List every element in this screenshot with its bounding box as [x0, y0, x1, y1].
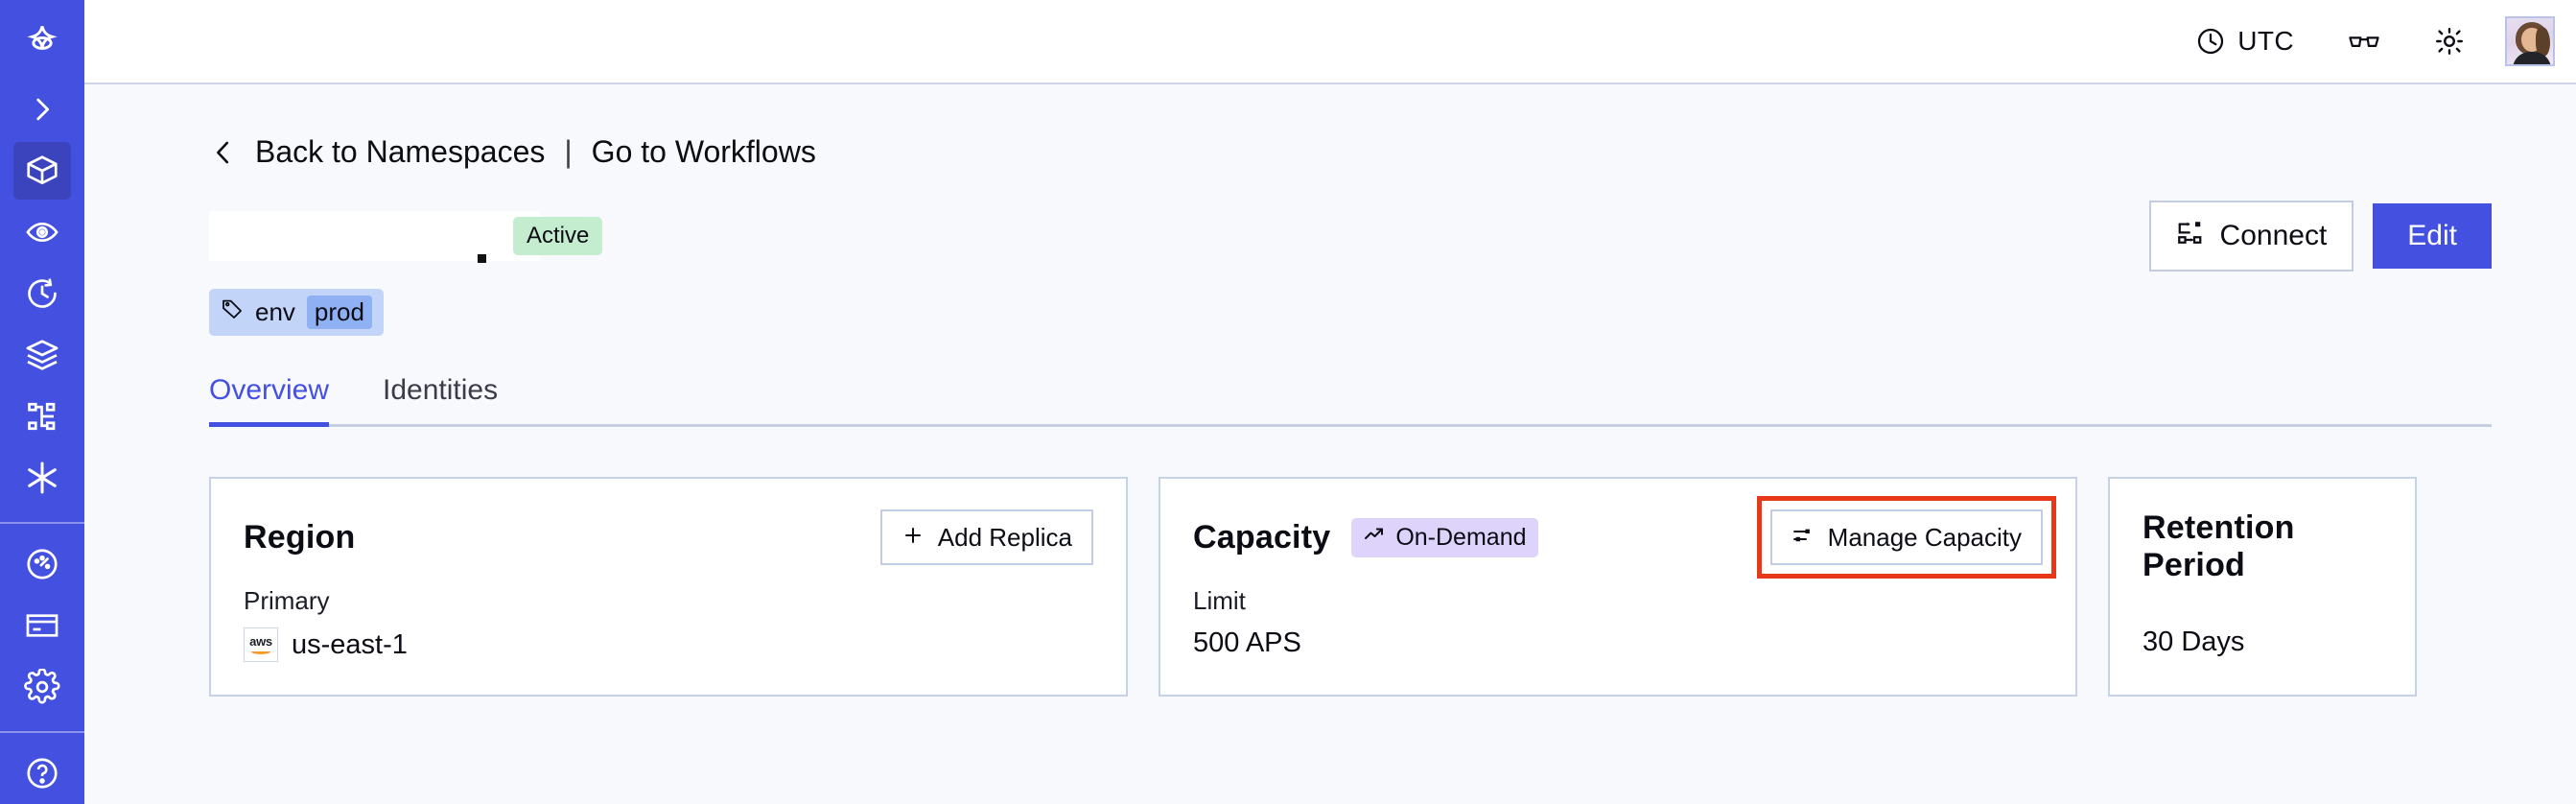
asterisk-icon: [23, 459, 61, 497]
namespace-tag[interactable]: env prod: [209, 289, 384, 336]
capacity-mode-badge: On-Demand: [1351, 517, 1538, 557]
tag-row: env prod: [209, 289, 2492, 336]
page-content: Back to Namespaces | Go to Workflows Act…: [84, 84, 2576, 804]
region-primary-label: Primary: [244, 586, 330, 615]
tab-identities-label: Identities: [383, 374, 499, 406]
timezone-selector[interactable]: UTC: [2168, 26, 2321, 57]
sidebar-item-namespaces[interactable]: [13, 141, 71, 200]
capacity-mode-label: On-Demand: [1395, 523, 1527, 551]
capacity-limit-value: 500 APS: [1193, 627, 1301, 658]
tab-identities[interactable]: Identities: [383, 374, 525, 424]
connect-button[interactable]: Connect: [2148, 201, 2354, 272]
tab-bar: Overview Identities: [209, 374, 2492, 427]
overview-cards: Region Add Replica Primary: [209, 477, 2492, 697]
region-card-header: Region Add Replica: [244, 509, 1093, 565]
breadcrumb-separator: |: [564, 134, 573, 169]
breadcrumb: Back to Namespaces | Go to Workflows: [209, 134, 2492, 170]
tag-value: prod: [306, 296, 372, 329]
main-region: UTC: [84, 0, 2576, 804]
back-to-namespaces-link[interactable]: Back to Namespaces: [255, 134, 546, 169]
chevron-left-icon[interactable]: [209, 136, 238, 169]
sliders-icon: [1791, 524, 1815, 551]
glasses-icon: [2348, 27, 2380, 56]
clock-icon: [2195, 26, 2226, 57]
add-replica-button[interactable]: Add Replica: [879, 509, 1093, 565]
sidebar-item-expand-nav[interactable]: [13, 81, 71, 138]
gear-icon: [24, 669, 60, 705]
capacity-card-title: Capacity: [1193, 518, 1331, 556]
reader-mode-button[interactable]: [2321, 27, 2407, 56]
sidebar-item-schedules[interactable]: [13, 265, 71, 322]
region-card: Region Add Replica Primary: [209, 477, 1128, 697]
sidebar-item-observability[interactable]: [13, 203, 71, 261]
tab-overview-label: Overview: [209, 374, 330, 406]
sidebar-item-nexus[interactable]: [13, 449, 71, 507]
theme-toggle-button[interactable]: [2407, 26, 2492, 57]
sidebar-item-layers[interactable]: [13, 326, 71, 384]
capacity-limit-label: Limit: [1193, 586, 1246, 615]
page-actions: Connect Edit: [2148, 201, 2492, 272]
capacity-card-header: Capacity On-Demand: [1193, 496, 2057, 579]
region-card-title: Region: [244, 518, 356, 556]
page-title: [209, 211, 540, 261]
manage-capacity-button[interactable]: Manage Capacity: [1769, 509, 2043, 565]
capacity-card: Capacity On-Demand: [1159, 477, 2077, 697]
plus-icon: [902, 524, 925, 551]
add-replica-label: Add Replica: [937, 523, 1072, 552]
gauge-icon: [24, 546, 60, 582]
sitemap-icon: [25, 399, 59, 434]
sidebar-item-billing[interactable]: [13, 597, 71, 654]
sun-icon: [2434, 26, 2465, 57]
title-caret-mark: [478, 253, 486, 263]
credit-card-icon: [24, 607, 60, 644]
sidebar-item-usage[interactable]: [13, 535, 71, 593]
sidebar-divider-1: [0, 521, 84, 524]
status-badge: Active: [513, 217, 603, 255]
sidebar-item-settings[interactable]: [13, 658, 71, 716]
brand-star-icon: [21, 21, 63, 63]
timezone-label: UTC: [2237, 26, 2294, 56]
eye-icon: [24, 214, 60, 250]
brand-logo[interactable]: [13, 8, 71, 77]
region-primary-value: us-east-1: [292, 628, 408, 660]
tag-key: env: [255, 297, 295, 326]
top-bar: UTC: [84, 0, 2576, 84]
aws-icon: aws: [244, 627, 278, 662]
help-circle-icon: [24, 755, 60, 792]
retention-card: Retention Period 30 Days: [2108, 477, 2417, 697]
sidebar-item-help[interactable]: [13, 745, 71, 802]
edit-button-label: Edit: [2407, 220, 2457, 251]
clock-rotate-icon: [24, 275, 60, 312]
avatar-body: [2513, 52, 2551, 64]
go-to-workflows-link[interactable]: Go to Workflows: [591, 134, 816, 169]
region-primary-value-row: aws us-east-1: [244, 627, 1093, 662]
sidebar-divider-2: [0, 731, 84, 733]
retention-value: 30 Days: [2143, 627, 2245, 657]
user-avatar[interactable]: [2505, 16, 2555, 66]
chevron-right-icon: [26, 93, 59, 126]
retention-card-header: Retention Period: [2143, 509, 2382, 584]
tag-icon: [221, 297, 244, 327]
aws-icon-text: aws: [249, 634, 272, 649]
avatar-hair-side: [2536, 27, 2550, 57]
tab-overview[interactable]: Overview: [209, 374, 356, 427]
manage-capacity-highlight: Manage Capacity: [1756, 496, 2057, 579]
connect-button-label: Connect: [2219, 220, 2328, 251]
retention-card-title: Retention Period: [2143, 509, 2295, 583]
layers-icon: [24, 337, 60, 373]
sidebar-item-workflows[interactable]: [13, 388, 71, 445]
edit-button[interactable]: Edit: [2373, 203, 2492, 269]
cube-icon: [24, 153, 60, 189]
manage-capacity-label: Manage Capacity: [1827, 523, 2022, 552]
aws-icon-swoosh: [251, 649, 270, 654]
connect-flow-icon: [2176, 219, 2205, 253]
primary-sidebar: [0, 0, 84, 804]
page-title-row: Active: [209, 201, 2492, 272]
trending-up-icon: [1363, 523, 1386, 553]
